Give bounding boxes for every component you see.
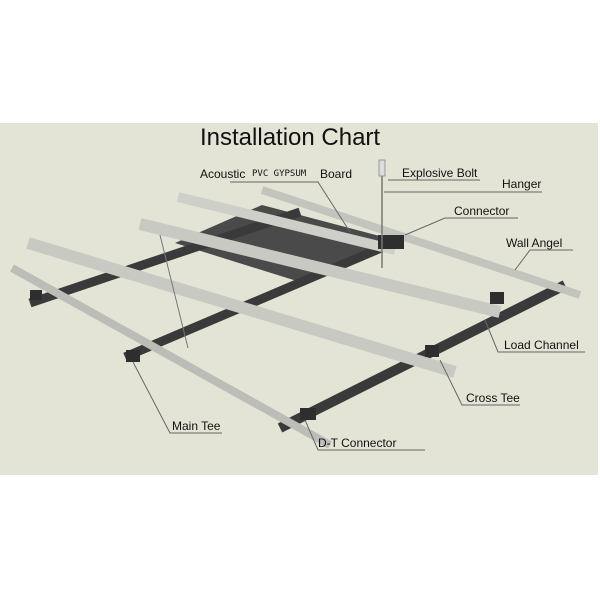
chart-title: Installation Chart <box>200 124 381 151</box>
label-main-tee: Main Tee <box>172 419 221 433</box>
label-dt-connector: D-T Connector <box>318 436 397 450</box>
dt-connector <box>126 350 140 362</box>
wall-angel-leader <box>514 249 573 271</box>
main-tee <box>10 264 332 449</box>
hanger-diagonal <box>159 234 189 349</box>
dt-connector-leader <box>304 419 425 451</box>
cross-channel <box>123 235 402 362</box>
dt-connector <box>425 345 439 357</box>
dt-connector <box>300 408 316 420</box>
leader-lines <box>132 179 585 451</box>
main-tees <box>10 186 582 449</box>
main-tee <box>176 192 397 255</box>
label-explosive-bolt: Explosive Bolt <box>402 166 478 180</box>
label-hanger: Hanger <box>502 177 542 191</box>
wall-angel <box>260 186 582 299</box>
load-channel-leader <box>484 319 585 353</box>
board-leader <box>230 181 351 233</box>
main-tee <box>26 237 457 378</box>
cross-tee-leader <box>439 359 520 406</box>
connector-block <box>378 235 404 249</box>
label-wall-angel: Wall Angel <box>506 236 563 250</box>
main-tee-leader <box>132 361 222 434</box>
connector-block <box>490 292 504 304</box>
cross-channel <box>28 207 302 308</box>
connector-leader <box>404 217 518 236</box>
connectors <box>30 235 504 420</box>
label-connector: Connector <box>454 204 510 218</box>
label-board: Board <box>320 167 353 181</box>
label-load-channel: Load Channel <box>504 338 579 352</box>
explosive-bolt <box>378 159 386 177</box>
dt-connector <box>30 290 42 300</box>
label-cross-tee: Cross Tee <box>466 391 520 405</box>
label-pvc-gypsum: PVC GYPSUM <box>252 169 307 179</box>
main-tee <box>138 218 502 318</box>
label-acoustic: Acoustic <box>200 167 246 181</box>
